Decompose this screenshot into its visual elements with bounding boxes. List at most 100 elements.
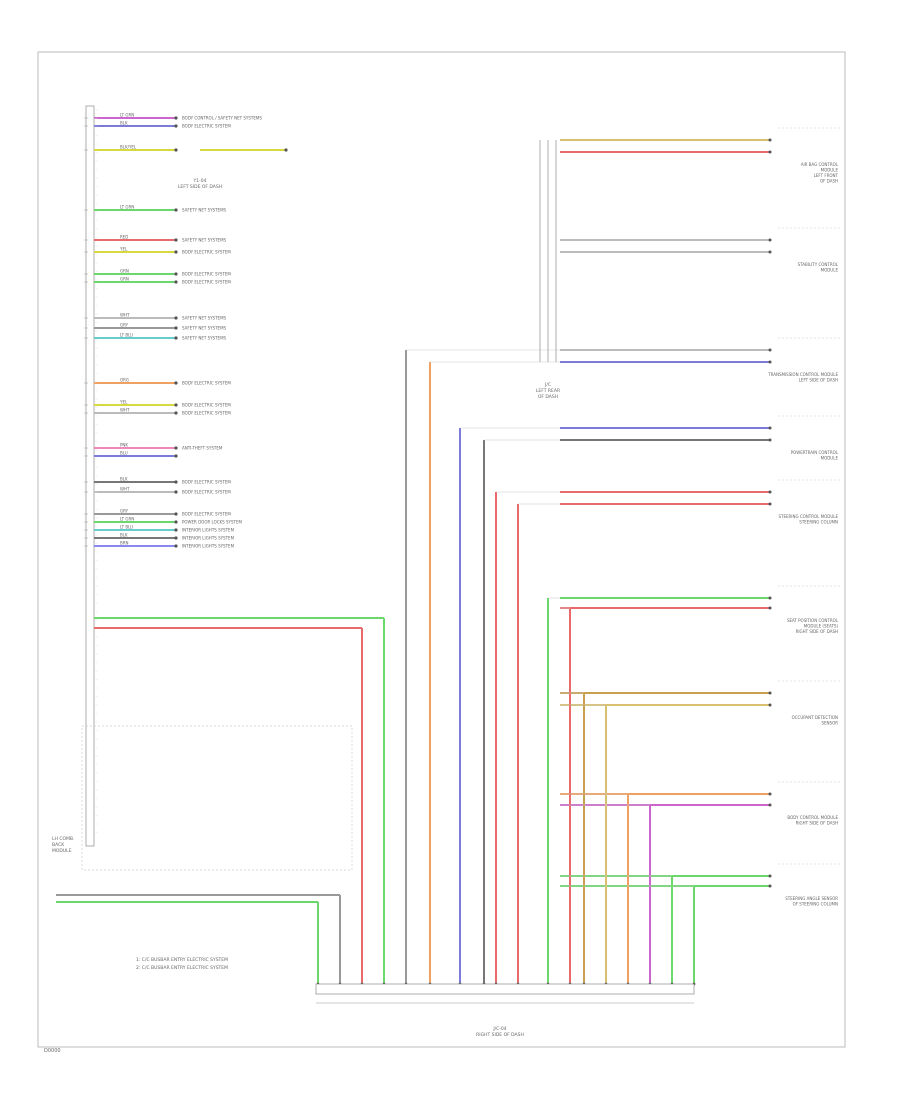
left-wire-destination: BODY ELECTRIC SYSTEM <box>182 480 231 485</box>
left-wire-terminal <box>174 411 178 415</box>
component-name-line: OCCUPANT DETECTION <box>792 715 838 720</box>
right-terminal <box>768 426 772 430</box>
right-connector-caption-1: J/C <box>544 382 551 388</box>
right-terminal <box>768 150 772 154</box>
left-wire-label: YEL <box>119 400 128 405</box>
component-name-line: STABILITY CONTROL <box>798 262 839 267</box>
right-connector-caption-2: LEFT REAR <box>536 388 560 394</box>
right-terminal <box>768 238 772 242</box>
left-wire-label: RED <box>120 235 128 240</box>
right-terminal <box>768 703 772 707</box>
component-name-line: MODULE <box>821 268 839 273</box>
left-wire-terminal <box>174 250 178 254</box>
left-wire-destination: BODY ELECTRIC SYSTEM <box>182 411 231 416</box>
left-wire-label: BLK <box>120 533 128 538</box>
left-wire-label: ORG <box>120 378 129 383</box>
left-connector-caption-2: BACK <box>52 842 65 848</box>
left-wire-label: LT BLU <box>120 333 133 338</box>
left-wire-terminal <box>174 116 178 120</box>
diagram-border <box>37 51 846 1048</box>
right-terminal <box>768 803 772 807</box>
left-wire-destination: SAFETY NET SYSTEMS <box>182 208 227 213</box>
left-wire-terminal <box>174 520 178 524</box>
right-terminal <box>768 360 772 364</box>
left-connector-caption-1: LH COMB. <box>52 836 74 842</box>
component-name-line: MODULE (SEATS) <box>804 624 839 629</box>
left-wire-terminal <box>174 403 178 407</box>
left-wire-label: BLK <box>120 121 128 126</box>
left-wire-terminal <box>174 316 178 320</box>
left-wire-destination: SAFETY NET SYSTEMS <box>182 326 227 331</box>
component-name-line: RIGHT SIDE OF DASH <box>796 821 838 826</box>
left-wire-label: GRY <box>120 323 129 328</box>
component-name-line: RIGHT SIDE OF DASH <box>796 629 838 634</box>
left-wire-terminal <box>174 480 178 484</box>
bottom-note-1: 1: C/C BUSBAR ENTRY ELECTRIC SYSTEM <box>136 957 228 963</box>
bottom-connector-caption-1: J/C-04 <box>492 1026 506 1032</box>
dashed-box <box>81 725 353 871</box>
left-wire-label: YEL <box>119 247 128 252</box>
left-wire-terminal <box>174 336 178 340</box>
left-grid-caption-1: Y1-04 <box>193 178 207 184</box>
left-wire-label: PNK <box>120 443 128 448</box>
left-wire-terminal <box>174 490 178 494</box>
left-wire-destination: INTERIOR LIGHTS SYSTEM <box>182 536 235 541</box>
left-wire-destination: BODY ELECTRIC SYSTEM <box>182 381 231 386</box>
right-terminal <box>768 691 772 695</box>
left-wire-destination: BODY ELECTRIC SYSTEM <box>182 124 231 129</box>
left-wire-label: BRN <box>120 541 129 546</box>
right-terminal <box>768 606 772 610</box>
left-wire-label: GRN <box>120 269 129 274</box>
left-wire-terminal <box>174 238 178 242</box>
component-name-line: SEAT POSITION CONTROL <box>787 618 839 623</box>
right-terminal <box>768 502 772 506</box>
right-connector-caption-3: OF DASH <box>538 394 558 400</box>
left-wire-terminal <box>174 454 178 458</box>
component-name-line: TRANSMISSION CONTROL MODULE <box>767 372 838 377</box>
left-grid-caption-2: LEFT SIDE OF DASH <box>178 184 222 190</box>
component-name-line: POWERTRAIN CONTROL <box>791 450 839 455</box>
left-wire-label: LT GRN <box>120 205 134 210</box>
left-wire-terminal <box>174 124 178 128</box>
right-terminal <box>768 874 772 878</box>
component-name-line: LEFT FRONT <box>814 173 839 178</box>
component-name-line: MODULE <box>821 168 839 173</box>
page-footer-label: D0000 <box>44 1048 61 1054</box>
left-wire-destination: INTERIOR LIGHTS SYSTEM <box>182 544 235 549</box>
left-wire-destination: SAFETY NET SYSTEMS <box>182 316 227 321</box>
left-wire-label: LT GRN <box>120 113 134 118</box>
left-wire-destination: BODY CONTROL / SAFETY NET SYSTEMS <box>182 116 262 121</box>
left-wire-terminal <box>174 381 178 385</box>
left-wire-rows: LT GRN BODY CONTROL / SAFETY NET SYSTEMS B… <box>84 109 288 833</box>
left-wire-terminal <box>174 528 178 532</box>
component-name-line: SENSOR <box>821 721 838 726</box>
left-wire-label: GRY <box>120 509 129 514</box>
left-wire-label: BLK/YEL <box>120 145 137 150</box>
left-wire-destination: BODY ELECTRIC SYSTEM <box>182 250 231 255</box>
left-wire-terminal <box>174 272 178 276</box>
left-wire-terminal <box>174 536 178 540</box>
left-wire-label: GRN <box>120 277 129 282</box>
left-wire-label: BLU <box>120 451 128 456</box>
left-wire-destination: POWER DOOR LOCKS SYSTEM <box>182 520 242 525</box>
left-wire-destination: INTERIOR LIGHTS SYSTEM <box>182 528 235 533</box>
right-terminal <box>768 138 772 142</box>
right-terminal <box>768 596 772 600</box>
right-terminal <box>768 438 772 442</box>
left-extension-terminal <box>284 148 288 152</box>
component-name-line: STEERING CONTROL MODULE <box>778 514 838 519</box>
right-terminal <box>768 250 772 254</box>
bus-wires <box>56 140 696 986</box>
left-connector <box>85 105 95 847</box>
left-wire-terminal <box>174 446 178 450</box>
left-wire-terminal <box>174 148 178 152</box>
component-name-line: BODY CONTROL MODULE <box>787 815 838 820</box>
left-wire-destination: BODY ELECTRIC SYSTEM <box>182 490 231 495</box>
component-name-line: STEERING ANGLE SENSOR <box>785 896 838 901</box>
left-wire-terminal <box>174 326 178 330</box>
left-wire-terminal <box>174 208 178 212</box>
left-wire-label: LT GRN <box>120 517 134 522</box>
